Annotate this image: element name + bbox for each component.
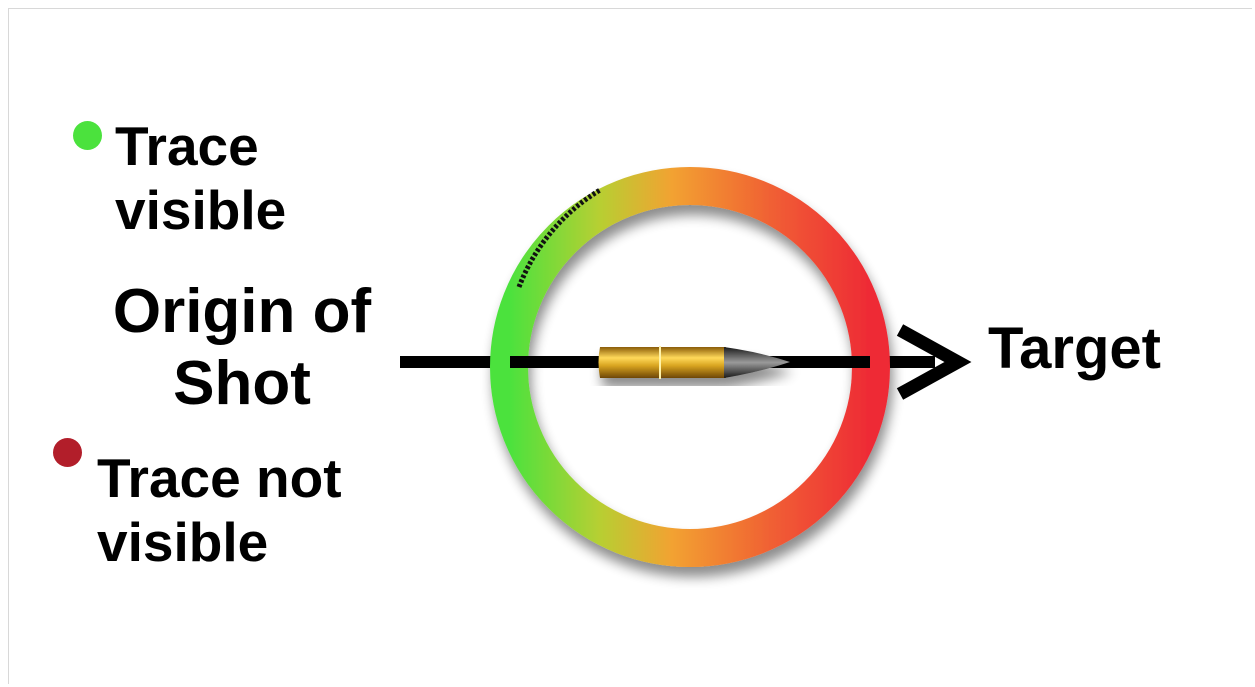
origin-of-shot-label: Origin of Shot xyxy=(92,276,392,420)
trace-visible-dot xyxy=(73,121,102,150)
trace-visible-label: Trace visible xyxy=(115,114,315,242)
trace-not-visible-label: Trace not visible xyxy=(97,446,397,574)
target-label: Target xyxy=(988,320,1161,378)
trace-not-visible-dot xyxy=(53,438,82,467)
bullet-icon xyxy=(599,346,791,379)
